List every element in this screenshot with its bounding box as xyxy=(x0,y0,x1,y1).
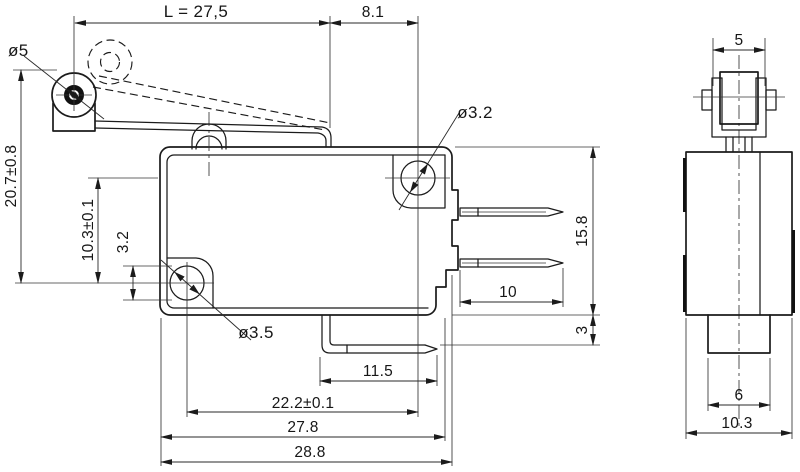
dim-label-top-hole-diameter: ø3.2 xyxy=(457,103,493,122)
dim-label-terminal-length: 10 xyxy=(499,284,517,301)
side-neck xyxy=(725,136,753,153)
side-roller xyxy=(719,71,759,125)
dim-label-roller-height: 20.7±0.8 xyxy=(3,145,20,208)
dim-label-side-roller-width: 5 xyxy=(735,32,744,49)
lever-alternate-position xyxy=(87,39,331,131)
top-right-hole-boss xyxy=(392,154,446,209)
bottom-left-hole-boss xyxy=(166,257,214,309)
roller-bracket xyxy=(52,102,96,132)
front-view xyxy=(51,39,564,354)
lever-arm xyxy=(94,120,332,148)
dim-label-side-body-depth: 10.3 xyxy=(721,415,752,432)
plunger xyxy=(191,112,227,180)
switch-body-outline xyxy=(159,146,459,316)
side-pin-right xyxy=(765,89,777,111)
terminal-pin-middle xyxy=(459,258,564,268)
diameter-leaders xyxy=(23,55,460,341)
side-bottom-block xyxy=(707,314,771,354)
side-pin-left xyxy=(701,89,713,111)
dim-label-bottom-hole-diameter: ø3.5 xyxy=(238,323,274,342)
dimension-lines xyxy=(18,20,793,465)
dim-label-body-height: 15.8 xyxy=(574,215,591,246)
dim-label-overall-width: 28.8 xyxy=(294,444,325,461)
dim-label-hole-spacing-horizontal: 22.2±0.1 xyxy=(272,395,335,412)
switch-body-inner-line xyxy=(166,154,446,309)
side-view xyxy=(683,55,795,428)
terminal-pin-top xyxy=(459,207,564,217)
side-fork-inner xyxy=(721,77,757,131)
dim-label-side-bottom-block-width: 6 xyxy=(735,387,744,404)
dim-label-lever-length: L = 27,5 xyxy=(164,2,229,21)
dim-label-terminal-offset: 3 xyxy=(574,326,591,335)
dim-label-body-width: 27.8 xyxy=(287,419,318,436)
dim-label-lever-tip-to-hole: 8.1 xyxy=(362,4,384,21)
dimension-labels: L = 27,5 8.1 ø5 20.7±0.8 10.3±0.1 3.2 ø3… xyxy=(3,2,752,461)
dim-label-bottom-terminal-length: 11.5 xyxy=(363,363,393,380)
dim-label-hole-edge-offset: 3.2 xyxy=(115,231,132,253)
dim-label-roller-diameter: ø5 xyxy=(8,41,29,60)
dim-label-hole-spacing-vertical: 10.3±0.1 xyxy=(80,199,97,262)
terminal-bottom-bent xyxy=(321,314,438,354)
